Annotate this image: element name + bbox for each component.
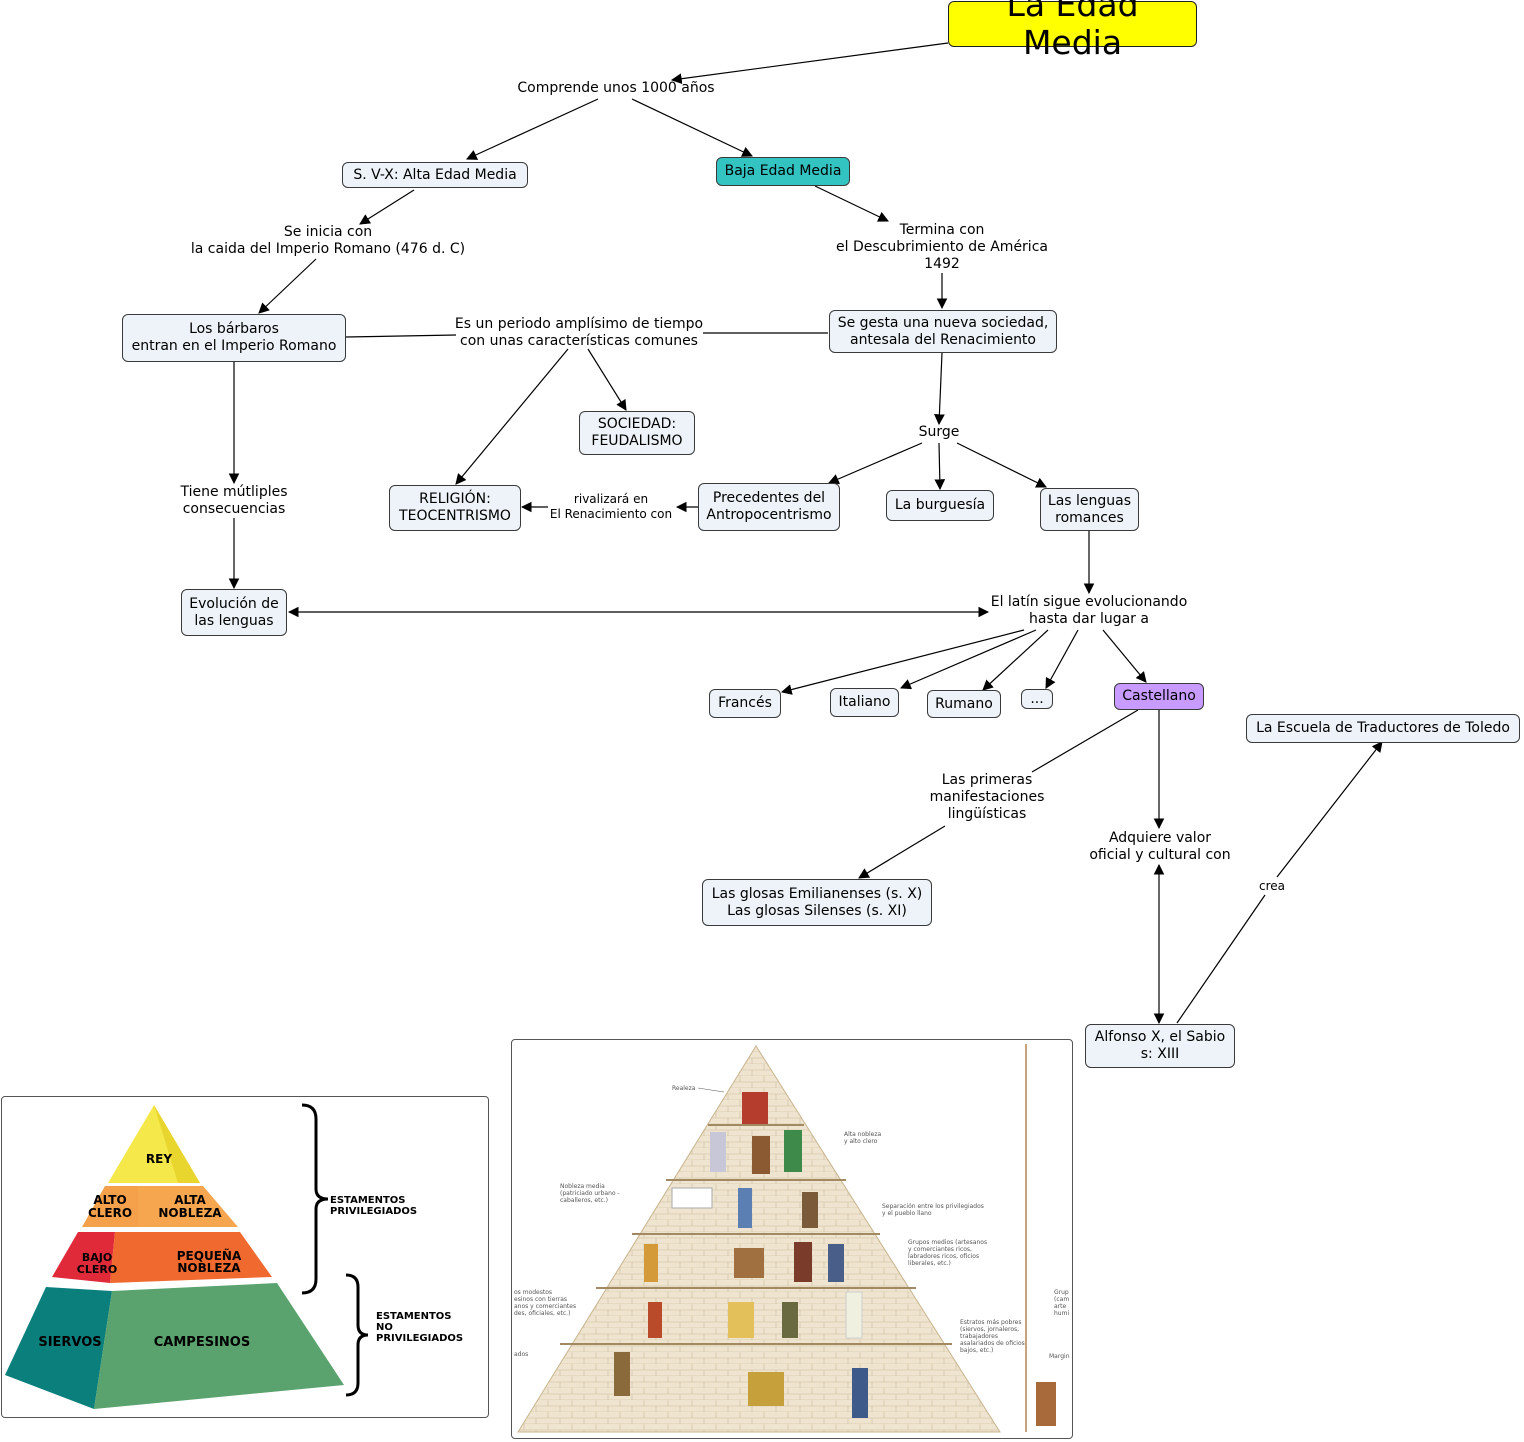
edge-surge-burguesia <box>934 442 946 491</box>
edge-barbaros-periodo <box>345 334 457 338</box>
link-periodo: Es un periodo amplísimo de tiempo con un… <box>454 316 704 349</box>
edge-root-comprende <box>670 42 949 85</box>
node-rumano[interactable]: Rumano <box>927 690 1001 718</box>
label-campesinos: CAMPESINOS <box>154 1335 250 1350</box>
node-italiano[interactable]: Italiano <box>830 688 899 717</box>
node-alfonso-x[interactable]: Alfonso X, el Sabio s: XIII <box>1085 1024 1235 1068</box>
society-pyramid <box>517 1045 1001 1433</box>
edge-primeras-glosas <box>858 825 946 879</box>
edge-surge-precedentes <box>828 442 923 485</box>
tier-campesinos <box>94 1283 344 1409</box>
brace-no-privilegiados <box>345 1273 369 1397</box>
link-termina: Termina con el Descubrimiento de América… <box>836 222 1048 272</box>
annot-nobleza-media: Nobleza media(patriciado urbano -caballe… <box>560 1183 620 1204</box>
node-frances[interactable]: Francés <box>709 689 781 718</box>
node-burguesia[interactable]: La burguesía <box>886 490 994 521</box>
edge-latin-etc <box>1045 629 1079 689</box>
society-figures <box>614 1092 1056 1426</box>
edge-baja-termina <box>814 185 889 222</box>
edge-seinicia-barbaros <box>258 258 317 314</box>
tier-alto-clero <box>82 1186 138 1227</box>
tier-siervos <box>5 1287 112 1409</box>
edge-castellano-primeras <box>1031 709 1139 773</box>
tier-bajo-clero <box>52 1232 115 1283</box>
edge-latin-frances <box>780 629 1025 695</box>
edge-nuevasociedad-surge <box>934 352 945 426</box>
node-evolucion-lenguas[interactable]: Evolución de las lenguas <box>181 589 287 636</box>
link-tiene: Tiene mútliples consecuencias <box>180 484 288 517</box>
link-crea: crea <box>1258 879 1285 893</box>
edge-surge-lenguas <box>956 442 1047 488</box>
label-siervos: SIERVOS <box>38 1335 101 1350</box>
link-rivalizara: rivalizará en El Renacimiento con <box>549 492 673 521</box>
node-nueva-sociedad[interactable]: Se gesta una nueva sociedad, antesala de… <box>829 310 1057 353</box>
edge-comprende-alta <box>466 98 599 160</box>
tier-alta-nobleza <box>138 1186 238 1227</box>
link-adquiere: Adquiere valor oficial y cultural con <box>1089 830 1231 863</box>
link-latin: El latín sigue evolucionando hasta dar l… <box>990 594 1188 627</box>
node-precedentes-antropocentrismo[interactable]: Precedentes del Antropocentrismo <box>698 483 840 531</box>
edge-periodo-sociedad <box>587 348 627 411</box>
link-se-inicia: Se inicia con la caida del Imperio Roman… <box>190 224 466 257</box>
annot-ados: ados <box>514 1351 528 1358</box>
brace-privilegiados <box>301 1103 329 1295</box>
node-barbaros[interactable]: Los bárbaros entran en el Imperio Romano <box>122 314 346 362</box>
node-escuela-traductores[interactable]: La Escuela de Traductores de Toledo <box>1246 714 1520 743</box>
edge-latin-castellano <box>1102 629 1147 683</box>
node-etc[interactable]: ... <box>1021 689 1053 709</box>
edge-latin-italiano <box>900 629 1037 690</box>
node-baja-edad-media[interactable]: Baja Edad Media <box>716 157 850 186</box>
node-glosas[interactable]: Las glosas Emilianenses (s. X) Las glosa… <box>702 879 932 926</box>
annot-margin: Margin <box>1049 1353 1070 1360</box>
annot-realeza: Realeza <box>672 1085 696 1092</box>
node-alta-edad-media[interactable]: S. V-X: Alta Edad Media <box>342 162 528 188</box>
node-lenguas-romances[interactable]: Las lenguas romances <box>1040 488 1139 531</box>
node-sociedad-feudalismo[interactable]: SOCIEDAD: FEUDALISMO <box>579 411 695 455</box>
node-religion-teocentrismo[interactable]: RELIGIÓN: TEOCENTRISMO <box>389 485 521 531</box>
edge-latin-rumano <box>982 629 1049 691</box>
link-surge: Surge <box>918 424 960 440</box>
root-node[interactable]: La Edad Media <box>948 0 1197 62</box>
edge-alfonso-crea <box>1176 894 1266 1024</box>
edge-alta-seinicia <box>359 189 415 225</box>
link-comprende: Comprende unos 1000 años <box>517 80 715 96</box>
label-rey: REY <box>146 1152 172 1166</box>
tier-pequena-nobleza <box>110 1232 272 1283</box>
edge-comprende-baja <box>631 98 753 157</box>
node-castellano[interactable]: Castellano <box>1114 683 1204 710</box>
link-primeras: Las primeras manifestaciones lingüística… <box>929 772 1045 822</box>
annot-estratos: Estratos más pobres(siervos, jornaleros,… <box>960 1319 1025 1354</box>
edge-periodo-religion <box>455 348 569 485</box>
edge-crea-escuela <box>1276 741 1383 878</box>
